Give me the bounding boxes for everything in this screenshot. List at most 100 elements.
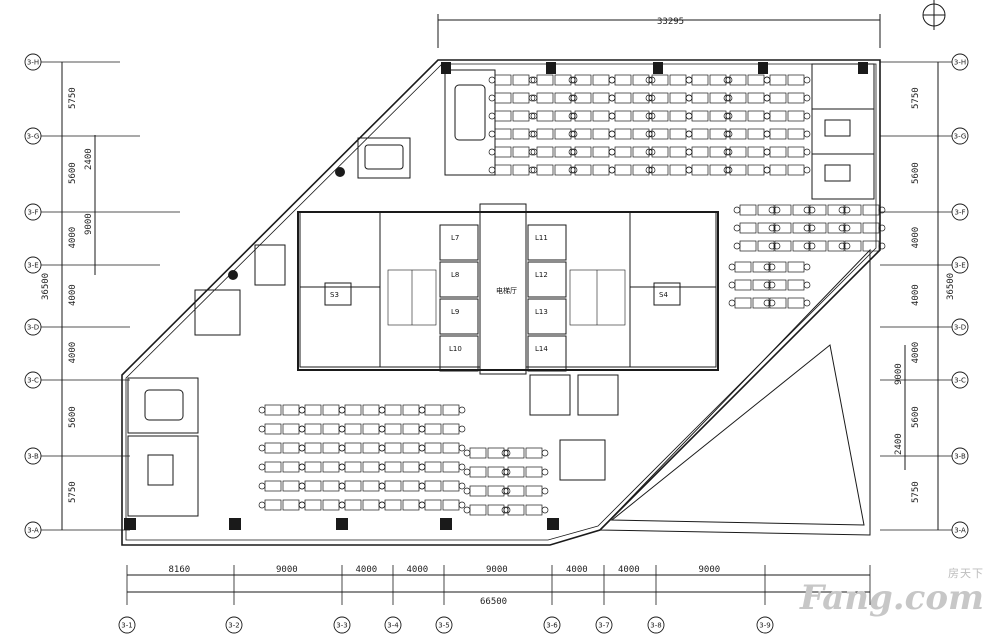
workstation (362, 404, 380, 416)
chair-icon (843, 206, 851, 214)
right-inner-2: 2400 (894, 433, 904, 455)
workstation (787, 164, 805, 176)
chair-icon (723, 94, 731, 102)
workstation (507, 485, 525, 497)
chair-icon (568, 148, 576, 156)
workstation (752, 279, 770, 291)
workstation (402, 442, 420, 454)
workstation (525, 504, 543, 516)
chair-icon (258, 406, 266, 414)
chair-icon (378, 482, 386, 490)
vertical-dimension: 4000 (911, 227, 921, 249)
left-inner-1: 2400 (84, 148, 94, 170)
workstation (769, 128, 787, 140)
workstation (827, 204, 845, 216)
workstation (739, 240, 757, 252)
chair-icon (503, 449, 511, 457)
chair-icon (878, 206, 886, 214)
chair-icon (685, 94, 693, 102)
workstation (691, 164, 709, 176)
workstation (669, 110, 687, 122)
workstation (709, 110, 727, 122)
right-total: 36500 (946, 273, 956, 300)
workstation (362, 442, 380, 454)
chair-icon (570, 76, 578, 84)
workstation (669, 164, 687, 176)
workstation (442, 442, 460, 454)
workstation (264, 404, 282, 416)
workstation (494, 92, 512, 104)
chair-icon (733, 224, 741, 232)
axis-bubble: 3-B (951, 447, 969, 465)
workstation (691, 146, 709, 158)
workstation (614, 110, 632, 122)
workstation (844, 204, 862, 216)
chair-icon (838, 206, 846, 214)
chair-icon (568, 166, 576, 174)
axis-bubble: 3-7 (595, 616, 613, 634)
workstation (592, 110, 610, 122)
workstation (384, 480, 402, 492)
workstation (494, 146, 512, 158)
bottom-dimension: 9000 (486, 565, 508, 575)
lift-L7: L7 (451, 234, 459, 242)
workstation (536, 128, 554, 140)
chair-icon (541, 468, 549, 476)
svg-text:3-2: 3-2 (228, 622, 239, 630)
chair-icon (463, 506, 471, 514)
chair-icon (725, 148, 733, 156)
svg-text:3-8: 3-8 (650, 622, 661, 630)
chair-icon (568, 112, 576, 120)
workstation (747, 92, 765, 104)
workstation (614, 146, 632, 158)
workstation (469, 447, 487, 459)
chair-icon (378, 425, 386, 433)
workstation (787, 74, 805, 86)
workstation (809, 222, 827, 234)
workstation (669, 92, 687, 104)
lift-L14: L14 (535, 345, 548, 353)
workstation (304, 461, 322, 473)
workstation (862, 240, 880, 252)
bottom-dimension: 4000 (356, 565, 378, 575)
workstation (322, 423, 340, 435)
lift-L9: L9 (451, 308, 459, 316)
chair-icon (768, 299, 776, 307)
chair-icon (298, 425, 306, 433)
chair-icon (803, 281, 811, 289)
axis-bubble: 3-F (951, 203, 969, 221)
workstation (536, 110, 554, 122)
chair-icon (298, 406, 306, 414)
chair-icon (763, 281, 771, 289)
chair-icon (608, 112, 616, 120)
workstation (574, 110, 592, 122)
chair-icon (338, 425, 346, 433)
chair-icon (541, 449, 549, 457)
chair-icon (418, 482, 426, 490)
workstation (402, 404, 420, 416)
workstation (442, 404, 460, 416)
workstation (792, 240, 810, 252)
workstation (574, 164, 592, 176)
chair-icon (570, 94, 578, 102)
bottom-total: 66500 (480, 597, 507, 607)
lift-L13: L13 (535, 308, 548, 316)
svg-text:3-F: 3-F (954, 209, 965, 217)
left-inner-2: 9000 (84, 213, 94, 235)
chair-icon (530, 112, 538, 120)
chair-icon (528, 148, 536, 156)
workstation (362, 480, 380, 492)
workstation (827, 240, 845, 252)
chair-icon (763, 148, 771, 156)
workstation (729, 74, 747, 86)
svg-text:3-9: 3-9 (759, 622, 770, 630)
chair-icon (808, 224, 816, 232)
chair-icon (541, 487, 549, 495)
workstation (304, 480, 322, 492)
chair-icon (725, 76, 733, 84)
left-total: 36500 (41, 273, 51, 300)
bottom-dimension: 4000 (566, 565, 588, 575)
vertical-dimension: 5600 (911, 162, 921, 184)
workstation (344, 404, 362, 416)
